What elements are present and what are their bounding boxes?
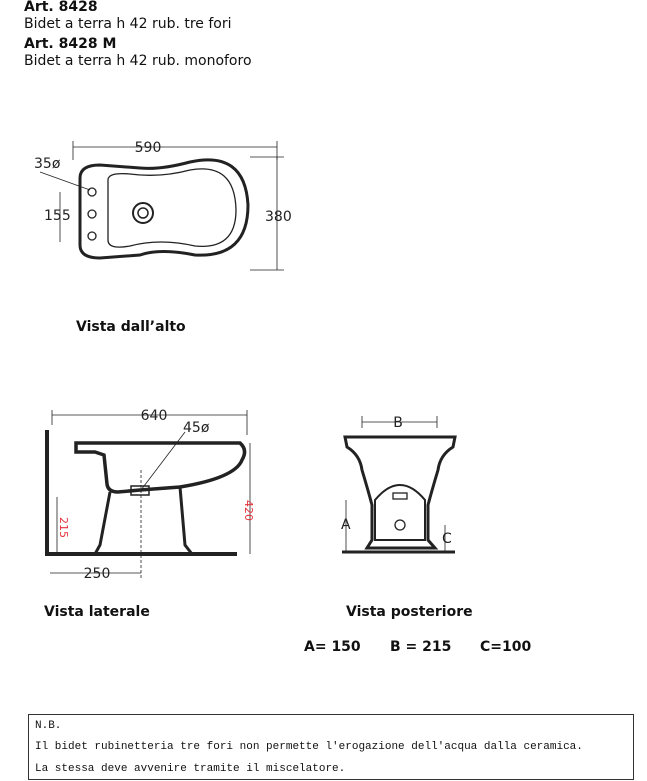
dim-length-640: 640 xyxy=(141,408,168,424)
rear-view-drawing xyxy=(342,416,457,554)
side-view-drawing xyxy=(45,410,251,578)
dimension-c: C=100 xyxy=(480,639,532,655)
dim-width-590: 590 xyxy=(135,140,162,156)
article-desc-2: Bidet a terra h 42 rub. monoforo xyxy=(24,53,252,69)
dimension-a: A= 150 xyxy=(304,639,361,655)
dim-drain-diameter: 45ø xyxy=(183,420,210,436)
note-title: N.B. xyxy=(35,720,62,732)
note-line-1: Il bidet rubinetteria tre fori non perme… xyxy=(35,741,583,753)
article-desc-1: Bidet a terra h 42 rub. tre fori xyxy=(24,16,232,32)
dim-depth-380: 380 xyxy=(265,209,292,225)
caption-side-view: Vista laterale xyxy=(44,604,150,620)
caption-rear-view: Vista posteriore xyxy=(346,604,473,620)
note-line-2: La stessa deve avvenire tramite il misce… xyxy=(35,763,346,775)
dim-drain-distance-250: 250 xyxy=(84,566,111,582)
label-a: A xyxy=(341,517,351,533)
caption-top-view: Vista dall’alto xyxy=(76,319,186,335)
dim-drain-height-215: 215 xyxy=(57,517,70,538)
dimension-b: B = 215 xyxy=(390,639,452,655)
article-number-1: Art. 8428 xyxy=(24,0,98,15)
dim-height-420: 420 xyxy=(242,500,255,521)
label-b: B xyxy=(393,415,403,431)
note-box: N.B. Il bidet rubinetteria tre fori non … xyxy=(28,714,634,780)
label-c: C xyxy=(442,531,452,547)
dim-hole-spacing: 155 xyxy=(44,208,71,224)
dim-hole-diameter: 35ø xyxy=(34,156,61,172)
top-view-drawing xyxy=(39,141,284,271)
article-number-2: Art. 8428 M xyxy=(24,36,117,52)
